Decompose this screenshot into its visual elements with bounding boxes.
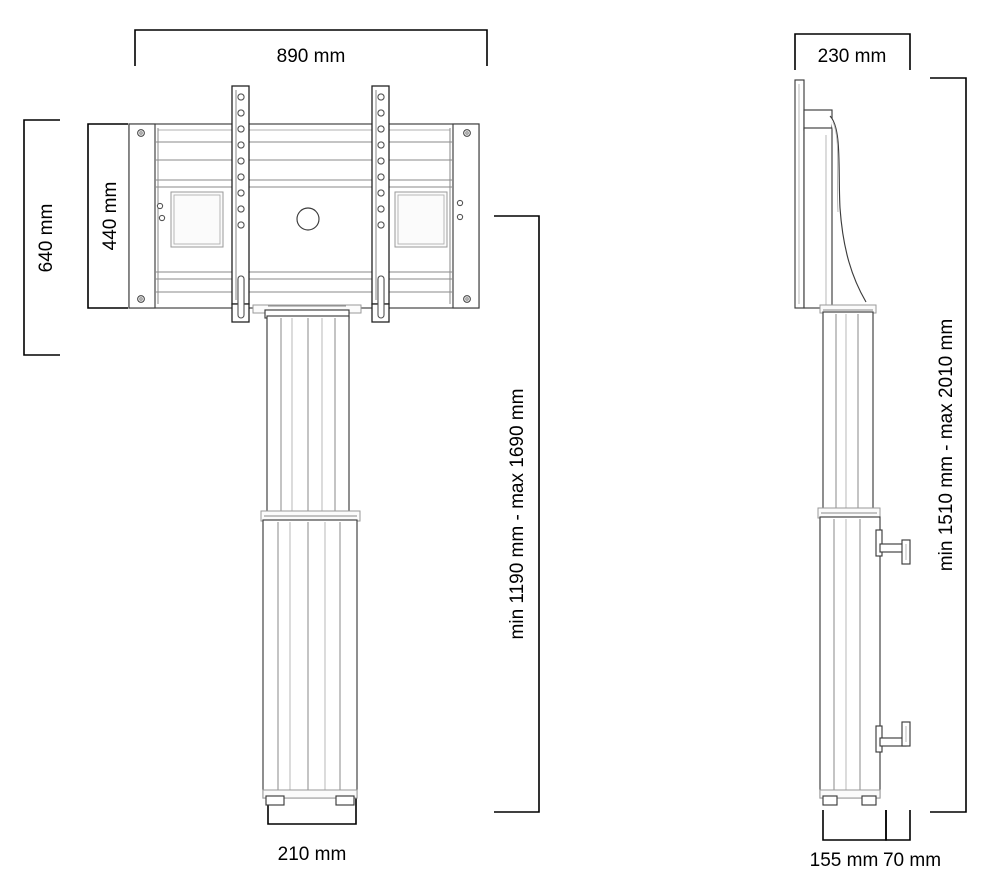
mount-plate-right-panel [452,123,480,309]
vesa-hole [237,93,245,101]
vesa-hole [377,125,385,133]
mount-plate-left-panel [128,123,156,309]
side-foot-front [822,795,838,806]
vesa-hole [237,141,245,149]
dimension-side-depth-label: 230 mm [818,46,887,67]
dimension-front-inner-height-label: 440 mm [100,182,121,251]
side-bracket-body [803,127,833,309]
adjust-hole [156,202,164,210]
vesa-hole [237,109,245,117]
front-view [128,85,480,806]
dimension-side-plate-depth: 70 mm [883,810,941,871]
vesa-hole [237,125,245,133]
side-column-lower [819,516,881,799]
dimension-side-height-range-label: min 1510 mm - max 2010 mm [936,319,957,571]
mount-plate-right-cutout [394,191,448,248]
vesa-hole [237,157,245,165]
side-display-panel [794,79,805,309]
adjust-hole [456,213,464,221]
dimension-side-bracket-depth-label: 155 mm [810,850,879,871]
vesa-hole [237,189,245,197]
vesa-hole [377,93,385,101]
side-curved-bracket [829,115,867,303]
cable-passthrough-hole [296,207,320,231]
dimension-side-plate-depth-label: 70 mm [883,850,941,871]
side-bracket-top-box [803,109,833,131]
column-foot-left [265,795,285,806]
adjust-hole [456,199,464,207]
dimension-side-height-range: min 1510 mm - max 2010 mm [930,77,967,813]
dimension-front-height-range-label: min 1190 mm - max 1690 mm [507,389,528,640]
adjust-hole [158,214,166,222]
vesa-hole [377,205,385,213]
side-view [794,79,911,806]
dimension-front-width-label: 890 mm [277,46,346,67]
vesa-hole [377,189,385,197]
screw-icon [463,129,471,137]
vesa-hole [377,157,385,165]
dimension-front-outer-height-label: 640 mm [36,204,57,273]
column-foot-right [335,795,355,806]
front-column [252,304,362,806]
side-column-base [819,789,881,799]
dimension-side-bracket-depth: 155 mm [810,810,887,871]
vesa-hole [377,109,385,117]
vesa-hole [237,173,245,181]
vesa-hole [237,221,245,229]
mount-plate-corner-screws [137,129,471,303]
side-wall-anchor-upper [875,529,911,565]
side-foot-back [861,795,877,806]
vesa-hole [377,173,385,181]
dimension-column-width: 210 mm [267,788,357,865]
side-column-upper [822,311,874,513]
vesa-rail-left [231,85,250,323]
column-lower-section [262,519,358,799]
dimension-front-inner-height: 440 mm [87,123,128,309]
screw-icon [463,295,471,303]
side-wall-anchor-lower [875,721,911,753]
dimension-front-height-range: min 1190 mm - max 1690 mm [494,215,540,813]
dimension-front-width: 890 mm [134,29,488,67]
dimension-column-width-label: 210 mm [278,844,347,865]
column-base [262,789,358,799]
mount-plate-left-cutout [170,191,224,248]
screw-icon [137,295,145,303]
screw-icon [137,129,145,137]
vesa-hole [377,141,385,149]
vesa-hole [377,221,385,229]
dimension-front-outer-height: 640 mm [23,119,60,356]
dimension-side-depth: 230 mm [794,33,911,70]
vesa-rail-right [371,85,390,323]
vesa-hole [237,205,245,213]
